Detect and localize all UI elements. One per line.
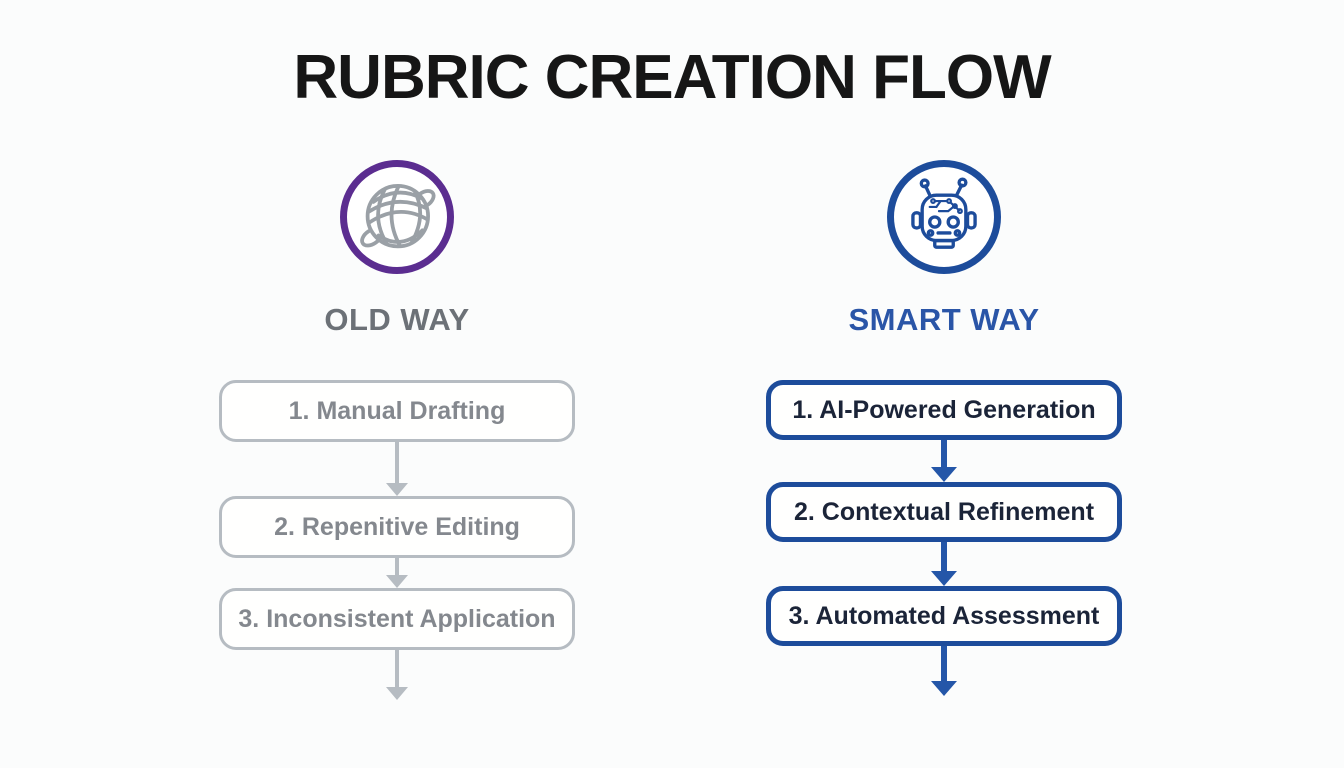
step-box-old-2: 2. Repenitive Editing (219, 496, 575, 559)
down-arrow-icon (931, 542, 957, 587)
step-box-smart-3: 3. Automated Assessment (766, 586, 1122, 647)
smart-way-steps: 1. AI-Powered Generation 2. Contextual R… (766, 380, 1122, 697)
page-title: RUBRIC CREATION FLOW (293, 43, 1051, 112)
step-box-old-3: 3. Inconsistent Application (219, 588, 575, 651)
smart-way-column: SMART WAY 1. AI-Powered Generation 2. Co… (766, 160, 1122, 697)
down-arrow-icon (931, 440, 957, 483)
smart-way-label: SMART WAY (848, 302, 1040, 337)
old-way-label: OLD WAY (324, 302, 470, 337)
robot-icon (887, 160, 1001, 274)
step-box-smart-2: 2. Contextual Refinement (766, 482, 1122, 543)
old-way-steps: 1. Manual Drafting 2. Repenitive Editing… (219, 380, 575, 701)
yarn-ball-icon (340, 160, 454, 274)
down-arrow-icon (931, 646, 957, 697)
step-box-smart-1: 1. AI-Powered Generation (766, 380, 1122, 441)
down-arrow-icon (386, 558, 408, 589)
down-arrow-icon (386, 442, 408, 497)
step-box-old-1: 1. Manual Drafting (219, 380, 575, 443)
old-way-column: OLD WAY 1. Manual Drafting 2. Repenitive… (219, 160, 575, 701)
down-arrow-icon (386, 650, 408, 701)
